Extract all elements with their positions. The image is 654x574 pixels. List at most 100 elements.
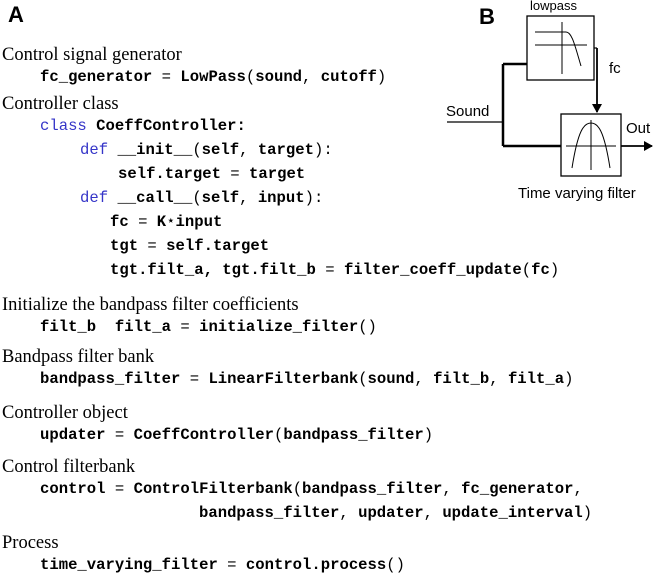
code-line: filt_b filt_a = initialize_filter() (40, 318, 377, 336)
code-token: __call__ (117, 189, 193, 207)
code-token: , (414, 370, 434, 388)
section-heading-control-filterbank: Control filterbank (2, 457, 136, 477)
code-line: tgt = self.target (110, 237, 270, 255)
code-token: ) (564, 370, 574, 388)
lowpass-label: lowpass (530, 0, 577, 13)
code-token: ⋆ (166, 213, 176, 231)
filter-label: Time varying filter (518, 185, 636, 202)
code-line: control = ControlFilterbank(bandpass_fil… (40, 480, 583, 498)
code-keyword: class (40, 117, 87, 135)
code-token: = (138, 237, 167, 255)
code-token: LowPass (180, 68, 246, 86)
code-token: = (152, 68, 181, 86)
code-token: ): (304, 189, 324, 207)
code-token: filter_coeff_update (343, 261, 522, 279)
code-line: self.target = target (118, 165, 306, 183)
code-token: self.target (118, 165, 221, 183)
code-token: = (180, 370, 209, 388)
code-token: control.process (245, 556, 387, 574)
code-token: ( (192, 189, 202, 207)
section-heading-bandpass: Bandpass filter bank (2, 347, 155, 367)
code-token: ) (549, 261, 560, 279)
code-line: bandpass_filter, updater, update_interva… (199, 504, 593, 522)
code-token: ) (582, 504, 593, 522)
code-token: = (315, 261, 344, 279)
code-token: = (105, 426, 134, 444)
code-token: () (358, 318, 377, 336)
code-token: ( (358, 370, 368, 388)
code-token: fc_generator (40, 68, 153, 86)
code-token: ( (292, 480, 303, 498)
panel-label-b: B (479, 4, 495, 29)
code-token: self.target (166, 237, 270, 255)
fc-label: fc (609, 60, 621, 77)
code-token: ) (376, 68, 387, 86)
code-token: input (257, 189, 305, 207)
code-token: time_varying_filter (40, 556, 218, 574)
code-line: tgt.filt_a, tgt.filt_b = filter_coeff_up… (110, 261, 560, 279)
code-token: ) (423, 426, 434, 444)
code-token: sound (367, 370, 415, 388)
code-token: CoeffController: (96, 117, 246, 135)
code-token: target (257, 141, 314, 159)
code-line: def __init__(self, target): (80, 141, 333, 159)
code-token: ( (273, 426, 284, 444)
code-token: tgt.filt_a, tgt.filt_b (110, 261, 316, 279)
section-heading-controller-class: Controller class (2, 94, 119, 114)
signal-paths (447, 47, 653, 151)
code-token: fc (110, 213, 129, 231)
code-token: fc (531, 261, 550, 279)
code-token: self (201, 141, 240, 159)
code-token: ( (245, 68, 256, 86)
section-heading-controller-object: Controller object (2, 403, 128, 423)
code-token: __init__ (117, 141, 193, 159)
code-token: = (105, 480, 134, 498)
code-token: update_interval (442, 504, 583, 522)
code-token: filt_b (433, 370, 490, 388)
code-token: input (175, 213, 223, 231)
lowpass-response-icon (535, 22, 587, 74)
code-token: bandpass_filter (302, 480, 443, 498)
code-line: fc_generator = LowPass(sound, cutoff) (40, 68, 387, 86)
code-line: updater = CoeffController(bandpass_filte… (40, 426, 434, 444)
code-token: filt_b filt_a (40, 318, 172, 336)
code-token: CoeffController (133, 426, 274, 444)
section-heading-control-signal: Control signal generator (2, 45, 182, 65)
code-line: time_varying_filter = control.process() (40, 556, 405, 574)
code-token: initialize_filter (199, 318, 359, 336)
code-token: , (442, 480, 462, 498)
section-heading-initialize: Initialize the bandpass filter coefficie… (2, 295, 299, 315)
panel-label-a: A (8, 2, 24, 27)
code-token: ( (521, 261, 532, 279)
code-token: target (249, 165, 306, 183)
sound-label: Sound (446, 103, 489, 120)
code-token: = (220, 165, 250, 183)
code-token: fc_generator (461, 480, 574, 498)
bandpass-response-icon (566, 120, 616, 170)
code-token: cutoff (320, 68, 377, 86)
code-token: ): (313, 141, 333, 159)
code-token: = (171, 318, 200, 336)
code-token: tgt (110, 237, 139, 255)
code-line: bandpass_filter = LinearFilterbank(sound… (40, 370, 574, 388)
code-token: updater (40, 426, 106, 444)
code-token: , (239, 189, 258, 207)
code-token: bandpass_filter (283, 426, 424, 444)
code-token: control (40, 480, 106, 498)
code-token: = (128, 213, 157, 231)
code-token: K (156, 213, 167, 231)
code-token: = (217, 556, 246, 574)
code-line: def __call__(self, input): (80, 189, 324, 207)
code-token: self (201, 189, 240, 207)
code-token: , (302, 68, 321, 86)
code-token: , (423, 504, 443, 522)
out-label: Out (626, 120, 651, 137)
code-token: bandpass_filter (199, 504, 340, 522)
code-token: ControlFilterbank (133, 480, 293, 498)
code-line: fc = K⋆input (110, 213, 223, 231)
code-token: , (239, 141, 258, 159)
code-token: sound (255, 68, 303, 86)
code-keyword: def (80, 189, 109, 207)
code-token: () (386, 556, 405, 574)
